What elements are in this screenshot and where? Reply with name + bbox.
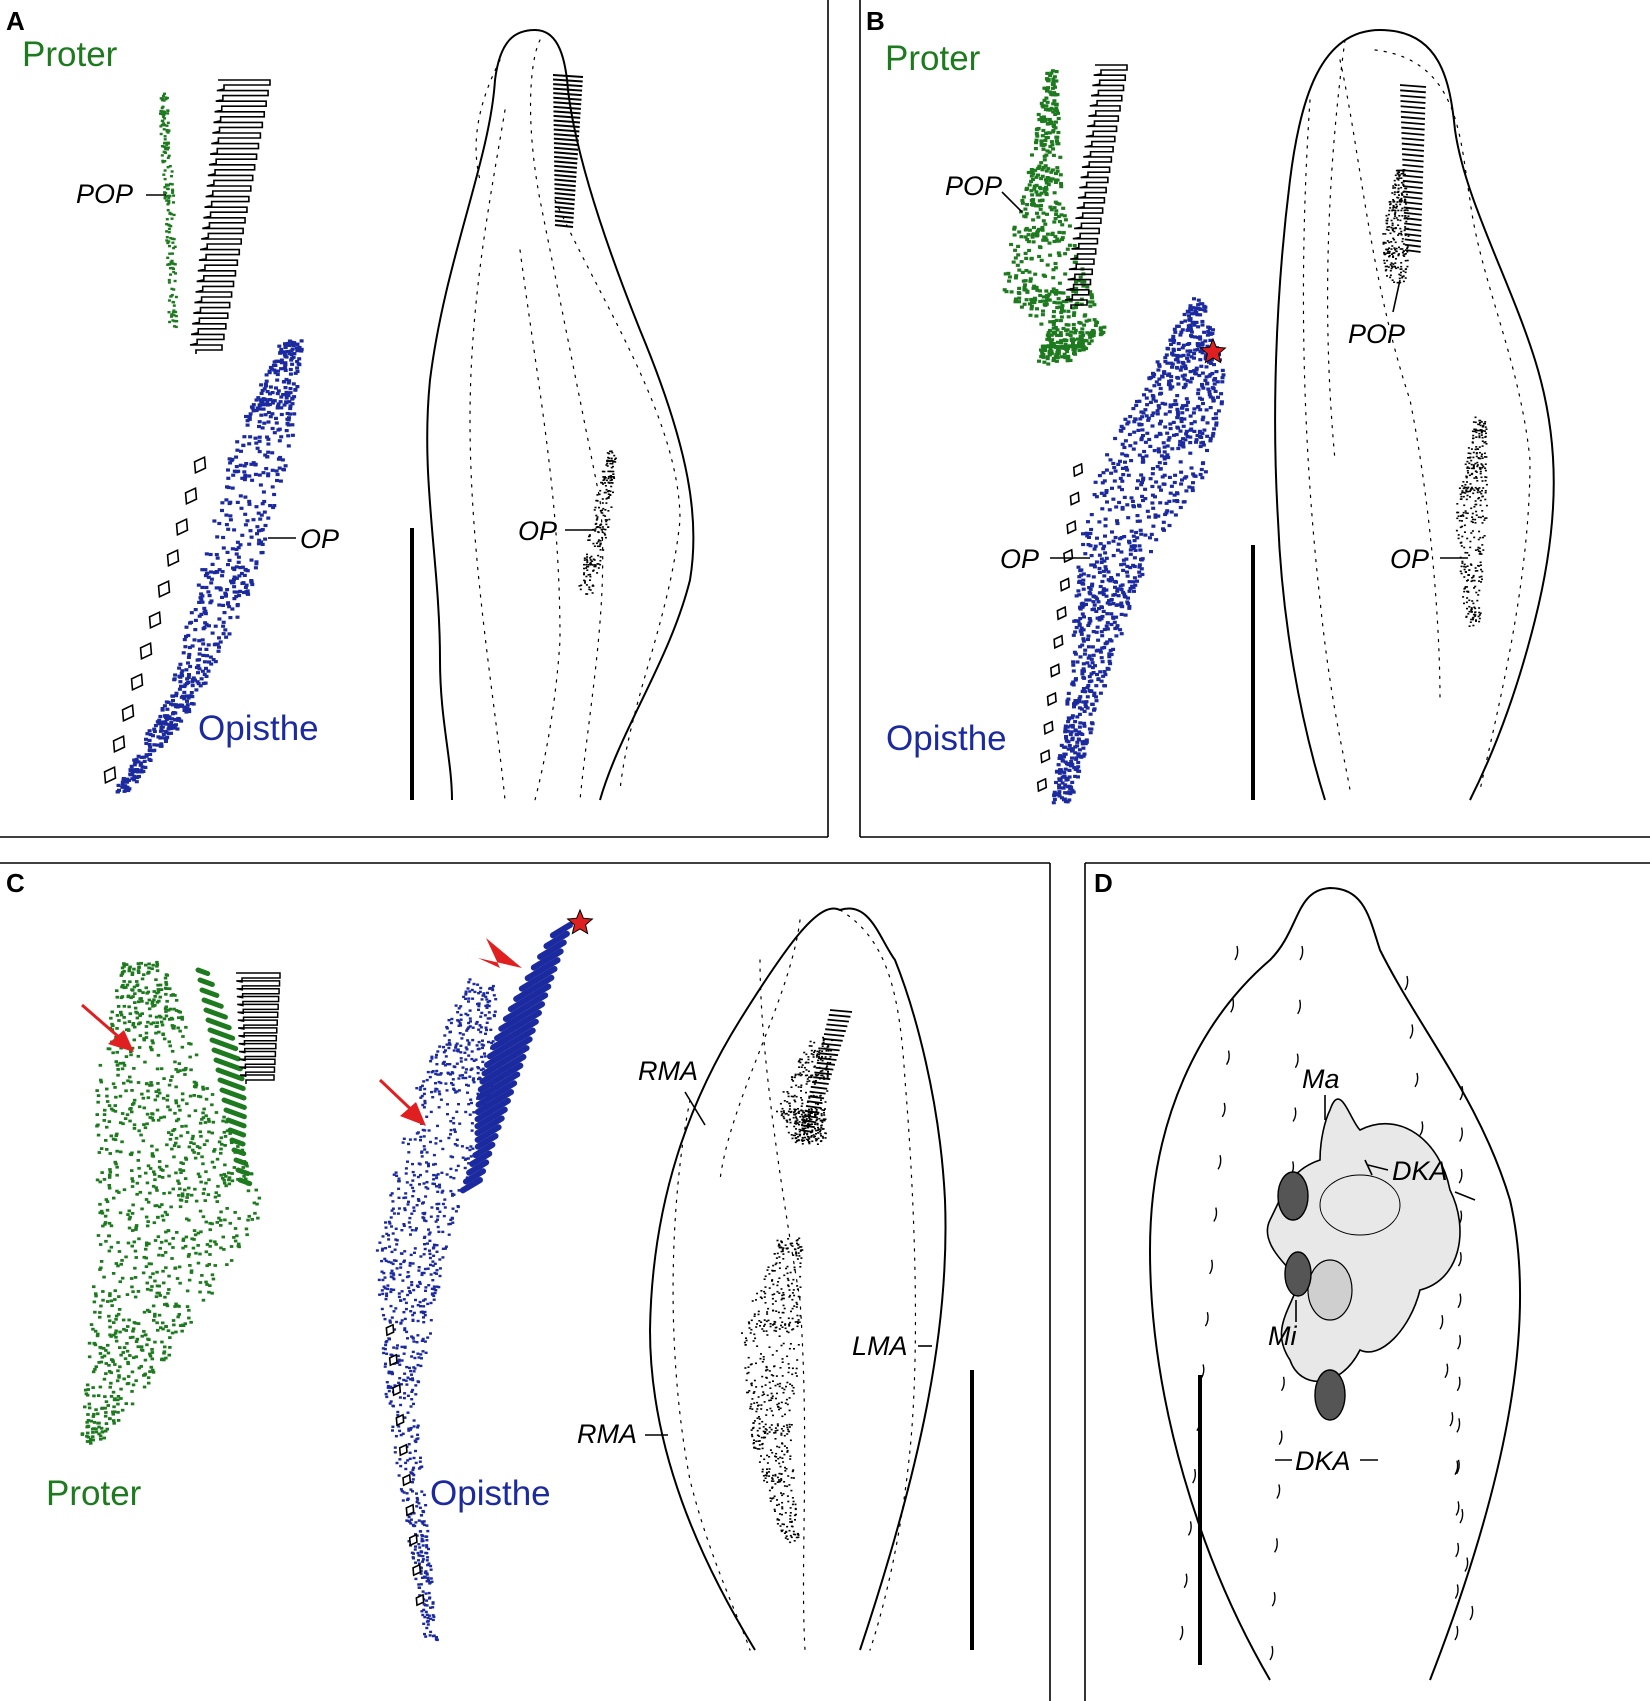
panel-a-proter-label: Proter — [22, 35, 118, 74]
panel-b-right-pop-leader — [1392, 279, 1401, 313]
panel-d-ma-leader-2 — [1364, 1159, 1373, 1176]
panel-a-op-label-right: OP — [518, 516, 557, 546]
panel-c-right-op-anlage — [776, 1036, 834, 1145]
panel-c-letter: C — [6, 868, 25, 898]
panel-b-cell-outline — [1274, 28, 1555, 801]
panel-d-ma-label: Ma — [1302, 1064, 1340, 1094]
panel-c-old-membranelles — [236, 972, 281, 1084]
panel-c-opisthe-membranelles — [459, 922, 573, 1194]
panel-b-cirral-row-2 — [1374, 49, 1531, 791]
panel-c-cirri-row — [385, 1323, 425, 1607]
panel-b-op-label-left: OP — [1000, 544, 1039, 574]
panel-b-cirri-row — [1036, 462, 1084, 793]
panel-a-cirral-row-1 — [469, 109, 506, 801]
panel-c-opisthe-anlage — [375, 978, 498, 1642]
panel-a-opisthe-label: Opisthe — [198, 709, 319, 748]
panel-d-dka-label-top: DKA — [1392, 1156, 1448, 1186]
panel-c-red-arrow-left — [81, 1003, 134, 1052]
panel-c-right-opisthe-anlage — [741, 1237, 804, 1544]
panel-c: C Proter Opisthe RMA RMA — [6, 868, 974, 1651]
panel-a-op-label-left: OP — [300, 524, 339, 554]
panel-a: A Proter POP OP Opisthe OP — [6, 6, 695, 801]
panel-a-right-membranelles — [552, 74, 584, 228]
panel-c-red-arrowhead — [478, 938, 522, 968]
panel-b-proter-label: Proter — [885, 39, 981, 78]
panel-b-pop-label-right: POP — [1348, 319, 1405, 349]
panel-c-cell-outline — [648, 907, 947, 1651]
panel-b-opisthe-label: Opisthe — [886, 719, 1007, 758]
panel-a-cirri-row — [103, 455, 207, 785]
panel-d-dka-label-bottom: DKA — [1295, 1446, 1351, 1476]
panel-b-cirral-row-3 — [1339, 59, 1441, 701]
panel-c-cirral-row-1 — [672, 1099, 751, 1651]
panel-d-mi-label: Mi — [1268, 1321, 1297, 1351]
panel-b-opisthe-anlage — [1051, 297, 1226, 805]
panel-c-right-membranelles — [799, 1009, 853, 1133]
panel-c-proter-membranelles — [195, 967, 253, 1187]
panel-b: B Proter POP OP Opisthe POP OP — [866, 6, 1555, 805]
panel-a-cell-outline — [426, 28, 695, 801]
panel-c-rma-label-bottom: RMA — [577, 1419, 637, 1449]
panel-b-right-op-anlage — [1455, 416, 1488, 627]
panel-b-pop-label-left: POP — [945, 171, 1002, 201]
panel-b-right-membranelles — [1399, 84, 1427, 253]
panel-c-opisthe-label: Opisthe — [430, 1474, 551, 1513]
panel-b-adoral-membranelles — [1064, 64, 1128, 309]
panel-d-micronucleus-2 — [1284, 1251, 1312, 1297]
panel-c-cirral-row-3 — [759, 959, 806, 1651]
panel-a-adoral-membranelles — [189, 79, 271, 354]
panel-b-pop-leader — [1001, 191, 1023, 213]
panel-b-star-marker — [1199, 337, 1227, 364]
panel-d-nucleolus — [1307, 1259, 1353, 1321]
panel-c-proter-label: Proter — [46, 1474, 142, 1513]
panel-b-letter: B — [866, 6, 885, 36]
panel-d-letter: D — [1094, 868, 1113, 898]
panel-a-proter-anlage — [159, 92, 179, 329]
panel-b-right-pop-anlage — [1382, 169, 1410, 284]
panel-d-dka-top-leader-left — [1367, 1164, 1389, 1171]
panel-a-cirral-row-3 — [554, 199, 681, 791]
panel-c-lma-label: LMA — [852, 1331, 908, 1361]
panel-b-op-label-right: OP — [1390, 544, 1429, 574]
panel-d-micronucleus-1 — [1277, 1171, 1309, 1221]
panel-c-rma-label-top: RMA — [638, 1056, 698, 1086]
panel-c-rma-top-leader — [684, 1091, 706, 1126]
panel-c-red-arrow-right — [378, 1078, 426, 1126]
panel-a-opisthe-anlage — [115, 339, 304, 794]
panel-b-proter-anlage — [1002, 69, 1107, 366]
panel-a-right-op-anlage — [578, 450, 617, 595]
panel-c-proter-anlage — [80, 960, 262, 1445]
panel-d-dka-top-leader-right — [1454, 1191, 1476, 1201]
panel-a-letter: A — [6, 6, 25, 36]
panel-d-micronucleus-3 — [1314, 1369, 1346, 1421]
panel-c-cirral-row-4 — [719, 919, 801, 1181]
panel-c-star-marker — [566, 908, 594, 935]
panel-d-cell-outline — [1148, 886, 1522, 1681]
panel-a-cirral-row-5 — [475, 59, 501, 181]
panel-d-macronucleus-inner — [1319, 1174, 1401, 1236]
panel-d: D Ma Mi DKA DKA — [1094, 868, 1522, 1681]
panel-b-cirral-row-1 — [1302, 99, 1351, 791]
panel-c-cirral-row-2 — [839, 909, 917, 1651]
panel-a-pop-label: POP — [76, 179, 133, 209]
panel-b-cirral-row-4 — [1326, 39, 1346, 461]
panel-a-cirral-row-4 — [519, 249, 561, 801]
